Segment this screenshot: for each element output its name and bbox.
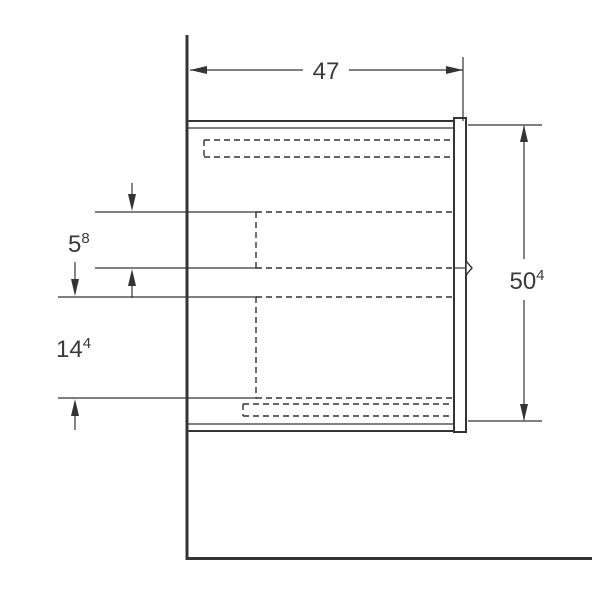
door-front-panel — [453, 117, 467, 433]
dim-width: 47 — [190, 57, 464, 121]
dim-upper-offset-arrow-down — [128, 194, 136, 211]
dim-width-label: 47 — [313, 58, 340, 85]
cabinet-side-view — [188, 117, 473, 433]
dim-height-label: 504 — [509, 267, 544, 295]
dim-lower-offset-label: 144 — [56, 335, 91, 363]
reference-lines — [58, 211, 257, 399]
dim-lower-offset: 144 — [56, 262, 91, 430]
drawer-handle-notch — [465, 259, 473, 277]
cabinet-internal-dashed-lines — [203, 139, 453, 417]
dim-lower-offset-arrow-down — [71, 279, 79, 296]
dim-upper-offset: 58 — [68, 183, 136, 298]
dim-width-arrow-left — [190, 66, 207, 74]
dim-width-arrow-right — [446, 66, 463, 74]
dim-height: 504 — [468, 124, 545, 422]
dim-upper-offset-label: 58 — [68, 230, 90, 258]
dim-lower-offset-arrow-up — [71, 399, 79, 416]
dim-height-arrow-down — [520, 404, 528, 421]
dim-upper-offset-arrow-up — [128, 269, 136, 286]
dim-height-arrow-up — [520, 125, 528, 142]
